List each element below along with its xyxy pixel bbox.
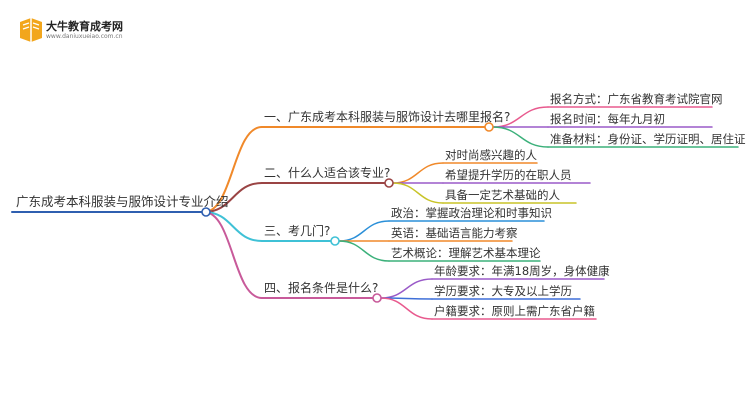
branch-node-2 [384,178,394,188]
leaf-topic-3-1: 政治：掌握政治理论和时事知识 [391,206,552,220]
branch-connector-2 [203,182,263,213]
branch-connector-1 [203,126,263,213]
logo-url: www.daniuxueiao.com.cn [46,33,123,40]
leaf-topic-3-2: 英语：基础语言能力考察 [391,226,518,240]
branch-connector-4 [203,211,263,299]
branch-node-4 [372,293,382,303]
leaf-topic-4-2: 学历要求：大专及以上学历 [434,284,572,298]
branch-topic-4: 四、报名条件是什么? [264,281,379,295]
leaf-connector-2-3 [392,182,444,204]
leaf-topic-4-1: 年龄要求：年满18周岁，身体健康 [434,264,610,278]
root-topic: 广东成考本科服装与服饰设计专业介绍 [16,194,229,209]
leaf-connector-4-3 [380,297,433,320]
branch-node-1 [484,122,494,132]
leaf-topic-1-1: 报名方式：广东省教育考试院官网 [550,92,723,106]
logo-book-icon [20,18,42,42]
branch-topic-1: 一、广东成考本科服装与服饰设计去哪里报名? [264,110,511,124]
leaf-topic-2-3: 具备一定艺术基础的人 [445,188,560,202]
site-logo [16,14,136,48]
branch-topic-2: 二、什么人适合该专业? [264,166,391,180]
branch-topic-3: 三、考几门? [264,224,331,238]
leaf-topic-3-3: 艺术概论：理解艺术基本理论 [391,246,541,260]
root-node [201,207,211,217]
leaf-topic-1-2: 报名时间：每年九月初 [550,112,665,126]
leaf-connector-3-1 [338,220,390,242]
leaf-connector-2-1 [392,162,444,184]
leaf-topic-2-1: 对时尚感兴趣的人 [445,148,537,162]
branch-node-3 [330,236,340,246]
leaf-connector-4-1 [380,278,433,299]
leaf-topic-4-3: 户籍要求：原则上需广东省户籍 [434,304,595,318]
leaf-connector-3-3 [338,240,390,262]
logo-title: 大牛教育成考网 [46,20,123,33]
leaf-connector-1-3 [492,126,549,148]
branch-connector-3 [203,211,263,242]
leaf-topic-1-3: 准备材料：身份证、学历证明、居住证 [550,132,746,146]
leaf-topic-2-2: 希望提升学历的在职人员 [445,168,572,182]
